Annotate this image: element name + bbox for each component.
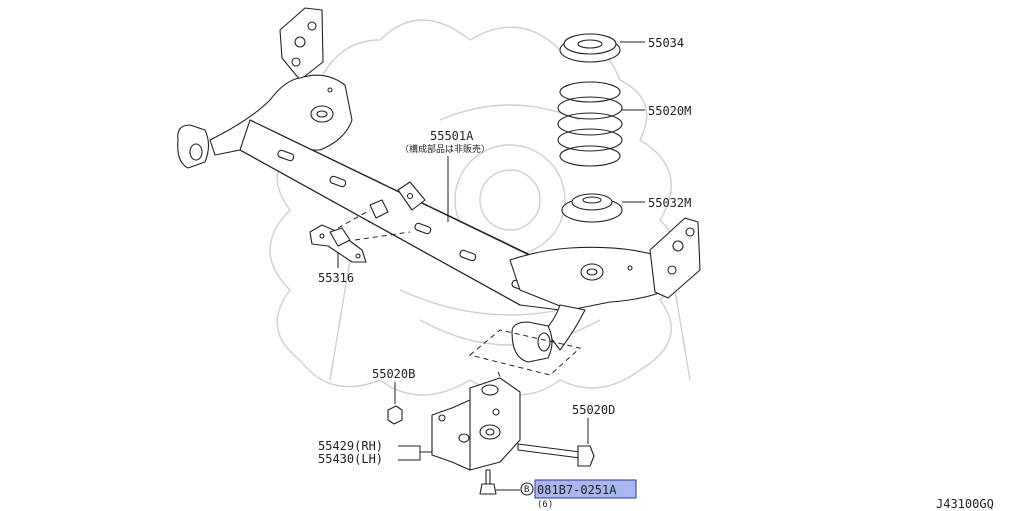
bolt-55020D (517, 443, 595, 467)
bolt-prefix-circle (520, 482, 534, 496)
label-55020M[interactable]: 55020M (648, 104, 691, 118)
label-55020D[interactable]: 55020D (572, 403, 615, 417)
label-55429[interactable]: 55429(RH) (318, 439, 383, 453)
bolt-081B7-0251A (479, 469, 497, 495)
label-081B7-0251A[interactable]: 081B7-0251A (537, 483, 617, 497)
bolt-part-highlight (534, 479, 637, 499)
label-55430[interactable]: 55430(LH) (318, 452, 383, 466)
leader-lines (337, 41, 645, 491)
bolt-callout[interactable]: B 081B7-0251A (6) (520, 479, 637, 510)
axle-beam-assembly (177, 7, 701, 363)
bracket-55316 (309, 224, 367, 263)
nut-55020B (387, 405, 403, 425)
bracket-55429-55430 (431, 377, 521, 471)
bolt-quantity: (6) (537, 500, 553, 510)
label-55034[interactable]: 55034 (648, 36, 684, 50)
diagram-id: J43100GQ (936, 497, 994, 511)
label-55032M[interactable]: 55032M (648, 196, 691, 210)
bolt-prefix: B (524, 485, 529, 495)
label-55501A[interactable]: 55501A (430, 129, 474, 143)
label-55501A-note: （構成部品は非販売） (400, 143, 490, 155)
spring-seat-55032M (561, 193, 623, 223)
spring-seat-55034 (559, 33, 621, 63)
coil-spring-55020M (557, 81, 623, 167)
label-55316[interactable]: 55316 (318, 271, 354, 285)
label-55020B[interactable]: 55020B (372, 367, 415, 381)
watermark-emblem (269, 19, 691, 396)
